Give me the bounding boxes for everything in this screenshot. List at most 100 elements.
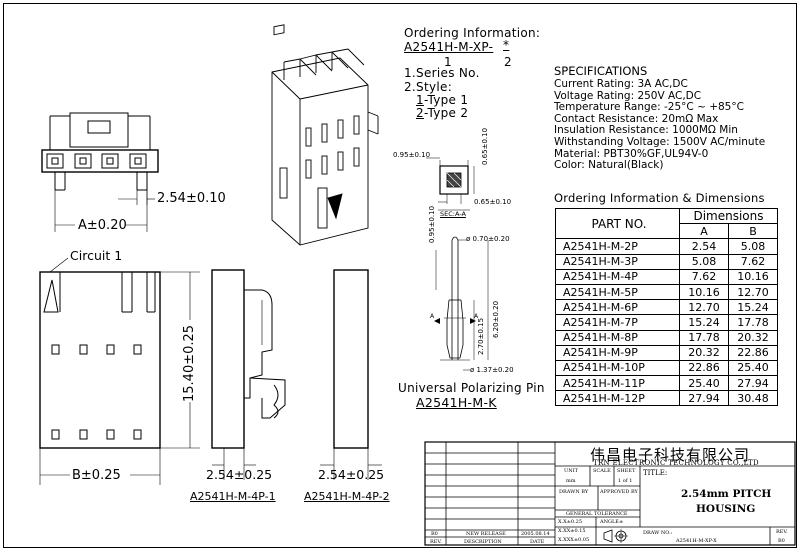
b-cell: 7.62 [728,253,778,270]
pitch-dimension: 2.54±0.10 [157,191,226,206]
company-name-en: TRN ELECTRONIC TECHNOLOGY CO.,LTD [593,459,759,467]
a-cell: 5.08 [679,253,729,270]
pin-detail [426,157,489,371]
rev-header-date: DATE [530,539,545,545]
side1-label: A2541H-M-4P-1 [190,490,276,503]
ordering-code: A2541H-M-XP- [404,40,494,54]
rev-row-description: NEW RELEASE [466,531,506,537]
part-cell: A2541H-M-7P [555,314,680,331]
rev-label: REV. [776,529,788,535]
a-cell: 7.62 [679,268,729,285]
b-dimension: B±0.25 [72,468,121,483]
col-header-part: PART NO. [555,207,680,240]
draw-no-value: A2541H-M-XP-X [676,538,717,544]
b-cell: 22.86 [728,344,778,361]
pin-dim-6: 6.20±0.20 [492,300,500,338]
ordering-series: 1.Series No. [404,66,480,80]
part-cell: A2541H-M-5P [555,283,680,301]
drawing-title-2: HOUSING [696,503,756,515]
height-dimension: 15.40±0.25 [182,324,197,402]
spec-line: Contact Resistance: 20mΩ Max [554,112,719,125]
part-cell: A2541H-M-2P [555,238,680,255]
a-cell: 17.78 [679,329,729,346]
a-cell: 25.40 [679,375,729,392]
rev-header-description: DESCRIPTION [464,539,502,545]
circuit-label: Circuit 1 [70,248,123,263]
isometric-view [271,24,379,246]
a-cell: 27.94 [679,390,729,407]
type2-text: -Type 2 [423,106,469,120]
pin-dim-1: 0.95±0.10 [393,151,431,159]
ordering-star: * [503,38,510,52]
angle-label: ANGLE± [600,519,624,525]
unit-label: UNIT [564,468,578,474]
rev-value: B0 [778,538,785,544]
b-cell: 25.40 [728,359,778,377]
part-cell: A2541H-M-9P [555,344,680,361]
b-cell: 20.32 [728,329,778,346]
scale-label: SCALE [593,468,611,474]
a-cell: 2.54 [679,238,729,255]
title-block-grid [424,441,796,546]
draw-no-label: DRAW NO.: [643,530,673,536]
col-header-a: A [679,223,729,240]
a-cell: 20.32 [679,344,729,361]
type1-number: 1 [416,93,424,107]
side2-label: A2541H-M-4P-2 [304,490,390,503]
pin-dim-4: 0.95±0.10 [428,205,436,243]
rev-header-rev: REV. [430,539,442,545]
part-cell: A2541H-M-12P [555,390,680,407]
pin-dim-2: 0.65±0.10 [481,127,489,165]
b-cell: 30.48 [728,390,778,407]
part-cell: A2541H-M-3P [555,253,680,270]
side2-width-dimension: 2.54±0.25 [318,467,385,482]
general-tolerance-label: GENERAL TOLERANCE [566,511,628,517]
type2-number: 2 [416,106,424,120]
a-dimension: A±0.20 [78,218,127,233]
tolerance-3: X.XXX±0.05 [558,537,590,543]
rev-row-rev: B0 [431,531,438,537]
tolerance-2: X.XX±0.15 [558,528,586,534]
specifications-title: SPECIFICATIONS [554,64,648,78]
pin-section-mark-right: A [474,313,479,320]
spec-line: Voltage Rating: 250V AC,DC [554,89,702,102]
a-cell: 22.86 [679,359,729,377]
drawing-title-1: 2.54mm PITCH [681,488,772,500]
b-cell: 5.08 [728,238,778,255]
a-cell: 10.16 [679,283,729,301]
dimensions-table-title: Ordering Information & Dimensions [554,191,765,205]
front-elevation [39,257,200,485]
title-label: TITLE: [643,469,668,477]
part-cell: A2541H-M-6P [555,299,680,316]
tolerance-1: X.X±0.25 [558,519,583,525]
top-front-view [41,112,159,232]
spec-line: Current Rating: 3A AC,DC [554,78,688,90]
pin-dim-3: 0.65±0.10 [474,198,512,206]
spec-line: Temperature Range: -25°C ~ +85°C [554,101,744,114]
b-cell: 10.16 [728,268,778,285]
pin-section-mark-left: A [430,313,435,320]
b-cell: 27.94 [728,375,778,392]
unit-value: mm [566,478,576,484]
approved-by-label: APPROVED BY [600,489,638,495]
part-cell: A2541H-M-4P [555,268,680,285]
spec-line: Withstanding Voltage: 1500V AC/minute [554,136,766,148]
company-name-cn: 伟昌电子科技有限公司 [590,446,751,464]
ordering-num1: 1 [444,55,452,69]
sheet-label: SHEET [617,468,636,474]
a-cell: 15.24 [679,314,729,331]
side-view-2 [320,269,382,480]
pin-part-number: A2541H-M-K [416,395,497,410]
b-cell: 15.24 [728,299,778,316]
